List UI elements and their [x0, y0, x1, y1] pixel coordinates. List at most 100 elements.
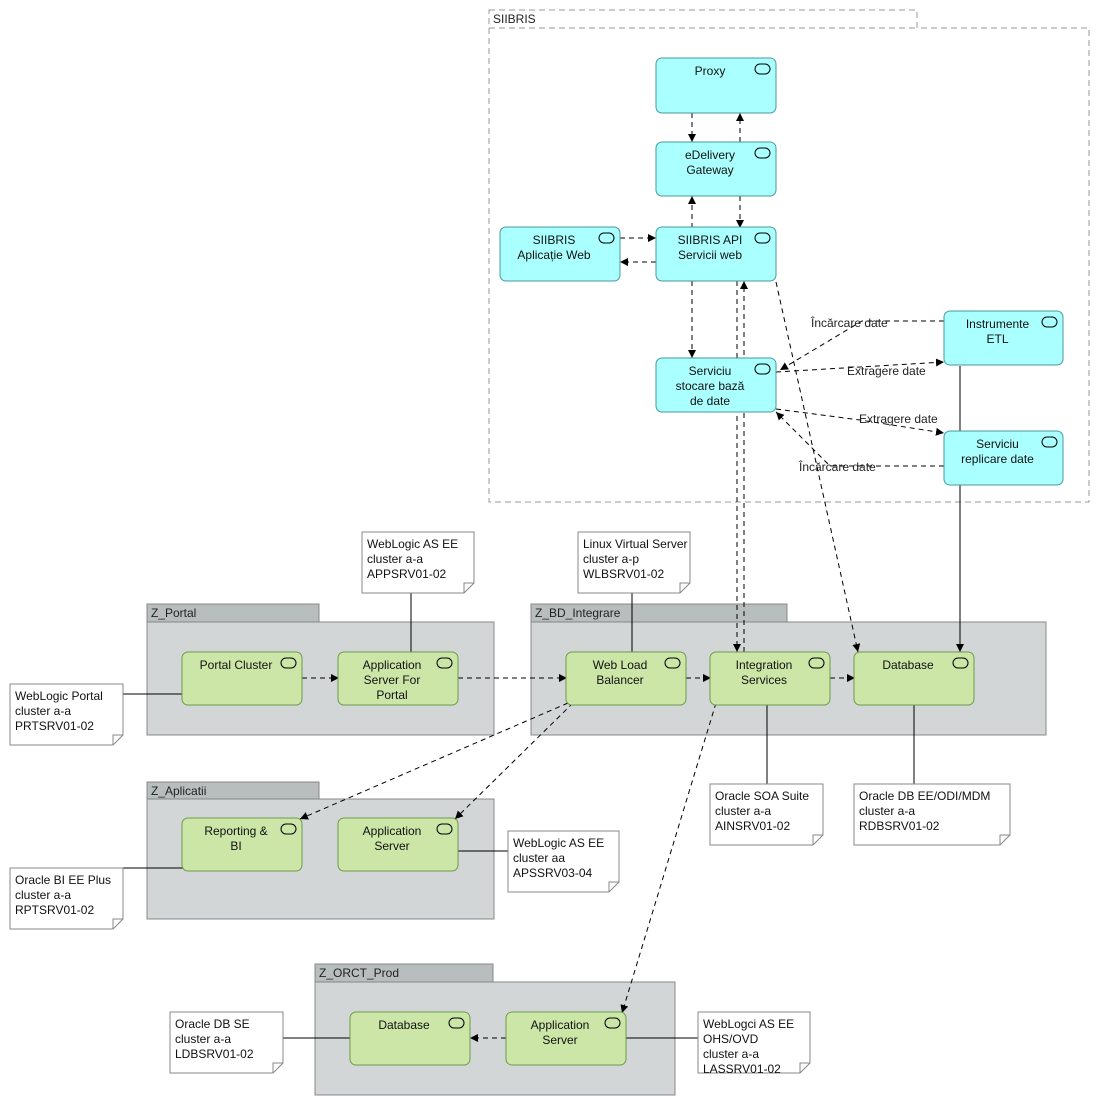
note-line: LASSRV01-02	[703, 1062, 781, 1076]
note-line: cluster aa	[513, 851, 565, 865]
group-label-orct: Z_ORCT_Prod	[319, 966, 399, 980]
note-line: cluster a-a	[703, 1047, 759, 1061]
node-label: Web Load	[593, 658, 648, 672]
service-icon	[754, 63, 771, 75]
note-line: PRTSRV01-02	[15, 719, 94, 733]
edge-label-incarcare-replicare: Încărcare date	[798, 459, 876, 474]
note-line: cluster a-a	[367, 552, 423, 566]
service-icon	[754, 232, 771, 244]
node-label: Integration	[736, 658, 793, 672]
service-icon	[1041, 436, 1058, 448]
note-line: APSSRV03-04	[513, 866, 592, 880]
note-line: WebLogci AS EE	[703, 1017, 794, 1031]
node-label: ETL	[986, 332, 1008, 346]
note-line: cluster a-a	[175, 1032, 231, 1046]
node-label: Database	[378, 1018, 430, 1032]
service-icon	[754, 147, 771, 159]
note-line: RPTSRV01-02	[15, 903, 94, 917]
note-line: cluster a-a	[715, 804, 771, 818]
note-line: AINSRV01-02	[715, 819, 790, 833]
node-label: Services	[741, 673, 787, 687]
group-siibris: SIIBRIS	[488, 9, 1090, 503]
service-icon	[598, 232, 615, 244]
dashed-edges	[299, 113, 945, 1042]
group-label-siibris: SIIBRIS	[493, 12, 536, 26]
node-label: Serviciu	[689, 364, 732, 378]
note-line: Linux Virtual Server	[583, 537, 688, 551]
service-icon	[664, 657, 681, 669]
node-label: Portal Cluster	[200, 658, 273, 672]
note-line: LDBSRV01-02	[175, 1047, 254, 1061]
node-reporting[interactable]: Reporting &BI	[181, 817, 303, 872]
service-icon	[280, 823, 297, 835]
node-proxy[interactable]: Proxy	[655, 57, 777, 114]
note-line: Oracle DB SE	[175, 1017, 250, 1031]
node-label: eDelivery	[685, 148, 735, 162]
node-label: Application	[531, 1018, 590, 1032]
node-label: Application	[363, 824, 422, 838]
edge-label-incarcare-etl: Încărcare date	[810, 315, 888, 330]
service-icon	[808, 657, 825, 669]
node-label: Instrumente	[966, 317, 1030, 331]
node-label: Balancer	[596, 673, 643, 687]
node-database-orct[interactable]: Database	[349, 1011, 471, 1066]
node-database-bd[interactable]: Database	[853, 651, 975, 706]
node-label: Servicii web	[678, 248, 742, 262]
service-icon	[436, 657, 453, 669]
group-label-bd-integrare: Z_BD_Integrare	[535, 606, 621, 620]
edge-label-extragere-replicare: Extragere date	[859, 412, 938, 426]
node-label: BI	[230, 839, 241, 853]
note-line: WebLogic Portal	[15, 689, 103, 703]
service-icon	[952, 657, 969, 669]
note-line: cluster a-a	[15, 704, 71, 718]
node-label: Server	[542, 1033, 577, 1047]
service-icon	[1041, 316, 1058, 328]
node-label: Portal	[376, 688, 407, 702]
note-line: WebLogic AS EE	[513, 836, 604, 850]
note-line: Oracle DB EE/ODI/MDM	[859, 789, 990, 803]
note-line: cluster a-p	[583, 552, 639, 566]
note-line: OHS/OVD	[703, 1032, 759, 1046]
node-label: Gateway	[686, 163, 733, 177]
node-label: stocare bază	[676, 379, 745, 393]
node-label: Proxy	[695, 64, 726, 78]
note-line: APPSRV01-02	[367, 567, 446, 581]
edge-label-extragere-etl: Extragere date	[847, 364, 926, 378]
node-label: Application	[363, 658, 422, 672]
note-line: cluster a-a	[15, 888, 71, 902]
note-line: WebLogic AS EE	[367, 537, 458, 551]
node-portal-cluster[interactable]: Portal Cluster	[181, 651, 303, 706]
group-label-portal: Z_Portal	[151, 606, 196, 620]
note-line: RDBSRV01-02	[859, 819, 940, 833]
node-label: SIIBRIS API	[678, 233, 743, 247]
note-line: Oracle SOA Suite	[715, 789, 809, 803]
note-line: WLBSRV01-02	[583, 567, 664, 581]
service-icon	[754, 363, 771, 375]
node-label: Aplicație Web	[517, 248, 590, 262]
service-icon	[436, 823, 453, 835]
node-label: Server For	[364, 673, 421, 687]
node-label: SIIBRIS	[533, 233, 576, 247]
note-line: Oracle BI EE Plus	[15, 873, 111, 887]
